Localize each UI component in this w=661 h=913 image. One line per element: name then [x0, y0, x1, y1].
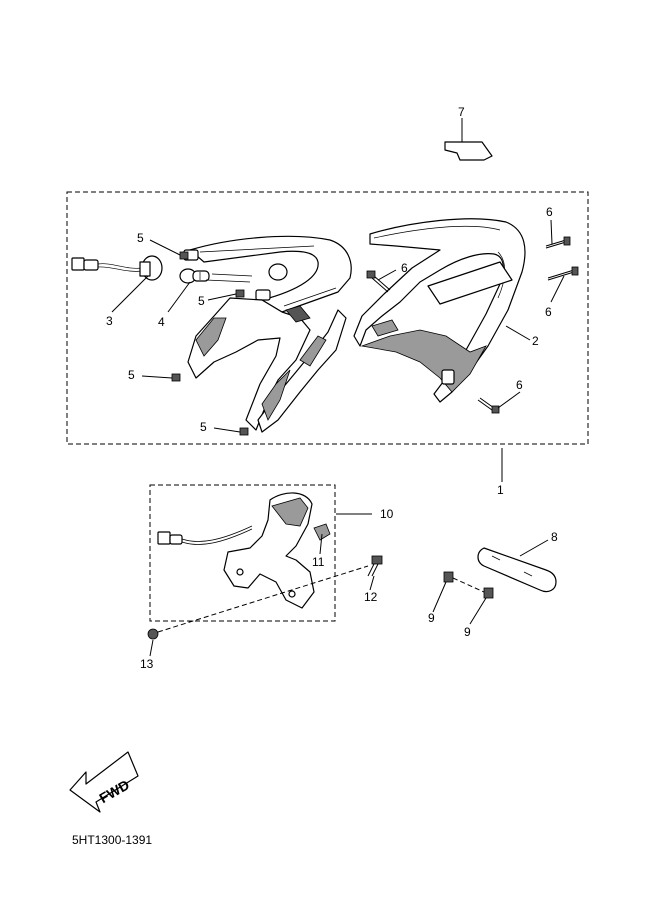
assembly-box-license-light — [149, 484, 336, 622]
callout-7: 7 — [458, 105, 465, 119]
callout-4: 4 — [158, 315, 165, 329]
part-9-nuts — [443, 571, 494, 599]
part-8-plate-bracket — [477, 547, 557, 593]
callout-3: 3 — [106, 314, 113, 328]
callout-6-mid: 6 — [401, 261, 408, 275]
part-7-label — [444, 118, 493, 161]
part-4-bulb — [179, 268, 210, 284]
callout-8: 8 — [551, 530, 558, 544]
callout-2: 2 — [532, 334, 539, 348]
part-10-license-light — [157, 492, 315, 609]
fwd-direction-arrow: FWD — [69, 751, 139, 813]
part-11-lens — [313, 523, 331, 541]
callout-13: 13 — [140, 657, 154, 671]
part-2-rear-cover — [353, 218, 526, 403]
callout-6-top-right: 6 — [546, 205, 553, 219]
callout-labels: 7 5 6 6 5 6 3 4 2 5 6 5 1 10 8 11 12 9 9… — [106, 105, 558, 671]
callout-6-bottom: 6 — [516, 378, 523, 392]
callout-1: 1 — [497, 483, 504, 497]
assembly-box-main — [66, 191, 589, 445]
part-3-socket-cord — [71, 255, 163, 281]
part-6-screws — [366, 236, 579, 414]
leader-lines — [111, 219, 565, 657]
leader-dashed-12-13 — [157, 565, 369, 633]
callout-5-top: 5 — [137, 231, 144, 245]
callout-11: 11 — [312, 555, 325, 569]
tail-light-housing — [183, 235, 352, 433]
callout-9-left: 9 — [428, 611, 435, 625]
callout-5-bottom: 5 — [200, 420, 207, 434]
callout-9-right: 9 — [464, 625, 471, 639]
part-13-nut — [147, 628, 159, 640]
callout-5-left: 5 — [128, 368, 135, 382]
part-12-screw — [367, 555, 383, 577]
callout-10: 10 — [380, 507, 394, 521]
callout-6-right: 6 — [545, 305, 552, 319]
callout-12: 12 — [364, 590, 378, 604]
diagram-code: 5HT1300-1391 — [72, 833, 152, 847]
callout-5-mid: 5 — [198, 294, 205, 308]
